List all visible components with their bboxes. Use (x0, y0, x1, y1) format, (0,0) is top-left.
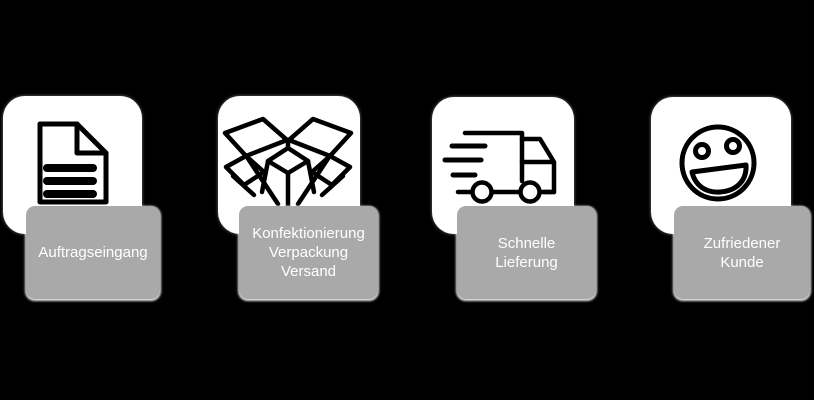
step-label-line: Kunde (720, 253, 764, 271)
step-label-line: Konfektionierung (252, 225, 365, 242)
step-label-line: Zufriedener (703, 234, 781, 252)
open-box-icon (217, 110, 359, 210)
step-label-line: Verpackung (268, 244, 349, 261)
step-label-lieferung: Schnelle Lieferung (457, 206, 596, 299)
step-label-kunde: Zufriedener Kunde (674, 206, 810, 299)
smiley-face-icon (665, 115, 775, 210)
step-label-auftragseingang: Auftragseingang (26, 206, 160, 299)
step-label-konfektionierung: Konfektionierung Verpackung Versand (239, 206, 378, 299)
step-label-line: Schnelle (497, 234, 556, 252)
document-icon (30, 115, 120, 210)
delivery-truck-icon (440, 120, 570, 210)
step-label-line: Versand (280, 263, 337, 280)
step-label-line: Auftragseingang (38, 244, 148, 261)
step-label-line: Lieferung (495, 253, 558, 271)
